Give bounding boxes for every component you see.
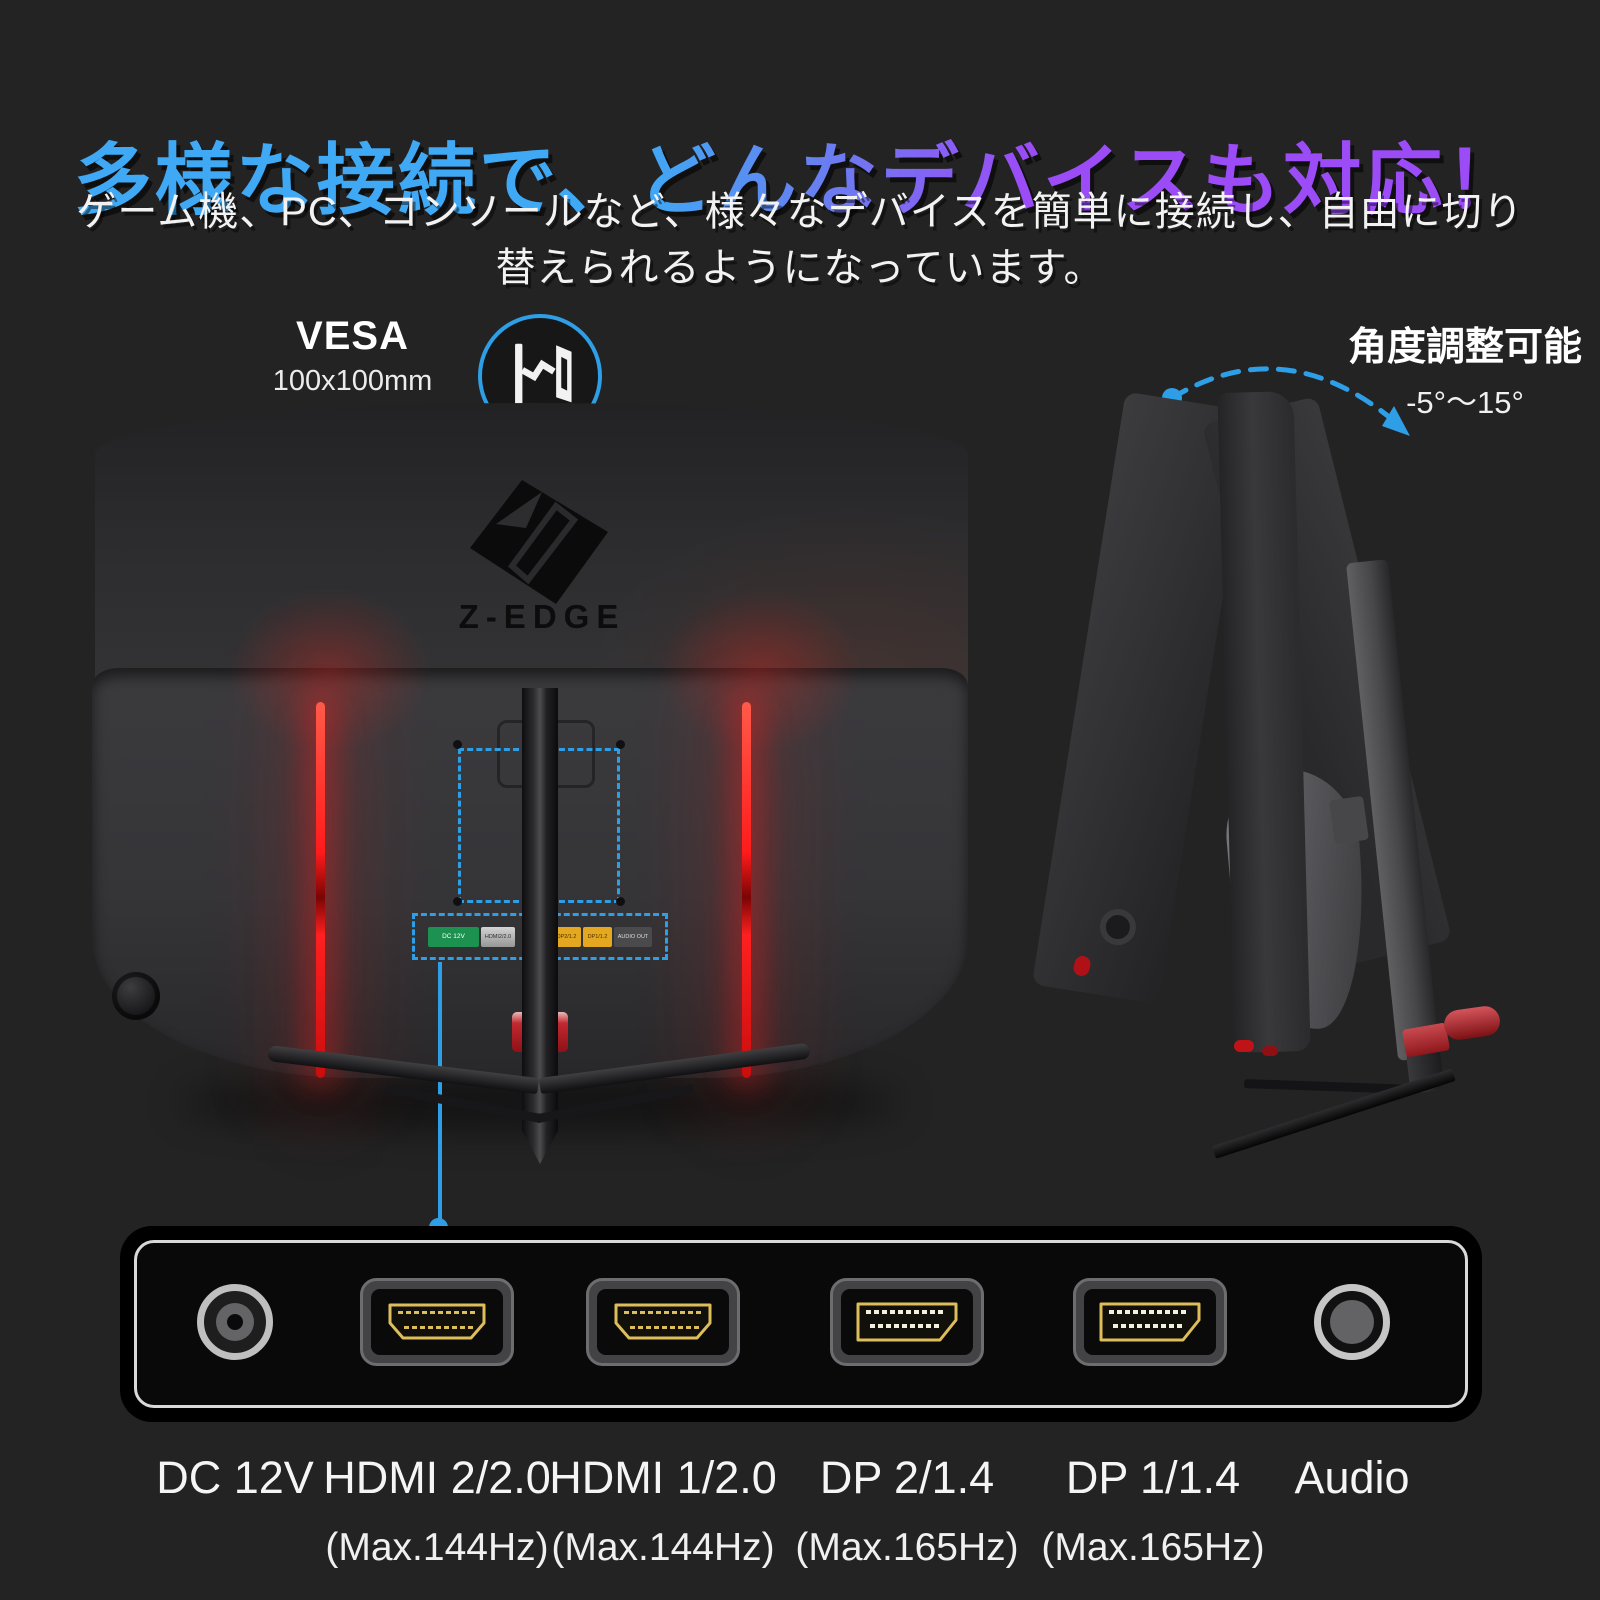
osd-joystick-knob [112,972,160,1020]
led-strip-right [742,702,751,1078]
port-label-dc: DC 12V [156,1452,314,1503]
dc-jack-pin-hole [227,1314,243,1330]
sideview-red-knob [1442,1004,1502,1042]
audio-jack-inner [1330,1300,1374,1344]
subtitle-line1: ゲーム機、PC、コンソールなど、様々なデバイスを簡単に接続し、自由に切り [76,190,1524,234]
sideview-screw [1097,906,1139,948]
subtitle-line2: 替えられるようになっています。 [495,246,1105,290]
port-label-hdmi2: HDMI 2/2.0 [323,1452,551,1503]
z-edge-logo-icon [470,480,608,604]
port-label-dp2: DP 2/1.4 [819,1452,995,1503]
back-tab-hdmi2: HDMI2/2.0 [481,927,515,947]
port-label-dp1: DP 1/1.4 [1065,1452,1241,1503]
vesa-screw-hole [616,740,625,749]
port-sub-dp2: (Max.165Hz) [795,1526,1019,1569]
port-sub-hdmi2: (Max.144Hz) [325,1526,549,1569]
dp-port-icon [830,1278,984,1366]
port-sub-hdmi1: (Max.144Hz) [551,1526,775,1569]
ports-connector-line [438,962,442,1222]
sideview-red-accent [1234,1040,1254,1052]
led-strip-left [316,702,325,1078]
hdmi-port-icon [586,1278,740,1366]
vesa-size: 100x100mm [272,365,433,397]
tilt-title: 角度調整可能 [1347,326,1582,369]
hdmi-port-icon [360,1278,514,1366]
port-label-audio: Audio [1294,1452,1410,1503]
dp-port-icon [1073,1278,1227,1366]
tilt-range: -5°〜15° [1406,385,1524,420]
vesa-screw-hole [453,740,462,749]
vesa-screw-hole [616,897,625,906]
sideview-bracket-tab [1329,795,1369,845]
sideview-red-accent [1262,1046,1278,1056]
back-tab-audio: AUDIO OUT [614,927,652,947]
brand-name: Z-EDGE [458,598,626,635]
tilt-callout: 角度調整可能 -5°〜15° [1330,316,1600,422]
back-tab-dp2: DP2/1.2 [552,927,581,947]
ports-panel [134,1240,1468,1408]
vesa-screw-hole [453,897,462,906]
vesa-callout: VESA 100x100mm [250,314,455,398]
port-label-hdmi1: HDMI 1/2.0 [549,1452,777,1503]
page-title: 多様な接続で、どんなデバイスも対応！ [0,118,1600,230]
vesa-title: VESA [296,314,409,358]
back-tab-dp1: DP1/1.2 [583,927,612,947]
subtitle: ゲーム機、PC、コンソールなど、様々なデバイスを簡単に接続し、自由に切り 替えら… [0,184,1600,296]
led-glow-right [655,585,865,755]
port-sub-dp1: (Max.165Hz) [1041,1526,1265,1569]
back-tab-dc: DC 12V [428,927,479,947]
sideview-red-clamp [1401,1022,1451,1058]
led-glow-left [225,585,435,755]
wall-mount-icon [515,343,572,409]
